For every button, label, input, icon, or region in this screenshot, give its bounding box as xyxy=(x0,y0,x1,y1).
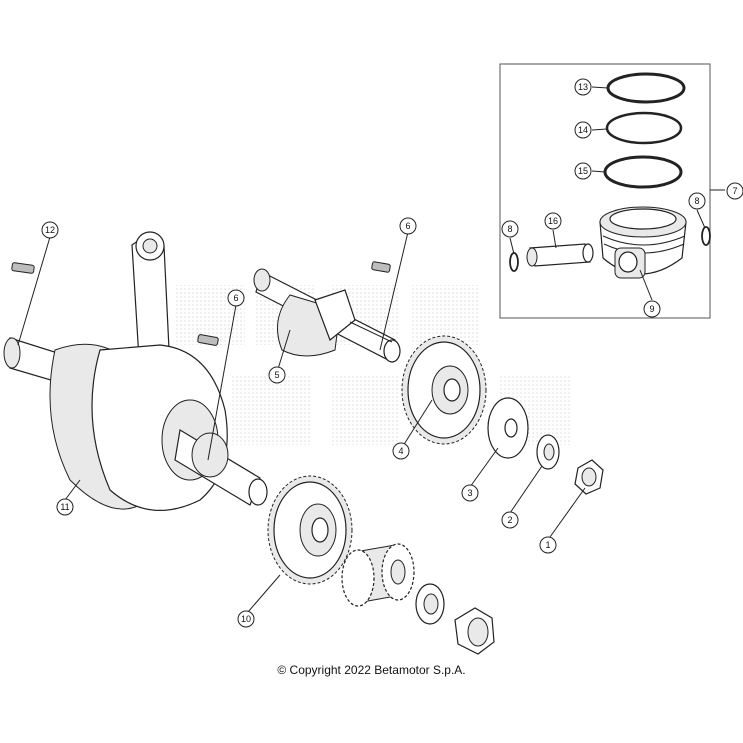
lower-nut[interactable] xyxy=(454,607,495,655)
callout-2: 2 xyxy=(501,511,519,529)
crankshaft-assembly[interactable] xyxy=(3,231,268,511)
callout-label: 13 xyxy=(578,82,588,92)
thrust-washer[interactable] xyxy=(487,397,529,459)
callout-8: 8 xyxy=(501,220,519,238)
piston-group-box xyxy=(499,63,711,319)
callout-15: 15 xyxy=(574,162,592,180)
callout-label: 1 xyxy=(545,540,550,550)
woodruff-key-12[interactable] xyxy=(11,262,35,274)
circlip-right[interactable] xyxy=(701,226,711,246)
callout-label: 7 xyxy=(732,186,737,196)
woodruff-key-6-right[interactable] xyxy=(371,261,391,273)
callout-3: 3 xyxy=(461,484,479,502)
balancer-drive-gear[interactable] xyxy=(341,543,415,607)
callout-label: 11 xyxy=(60,502,69,512)
callout-11: 11 xyxy=(56,498,74,516)
leader-lines xyxy=(17,86,706,613)
callout-label: 16 xyxy=(548,216,558,226)
woodruff-key-6-left[interactable] xyxy=(197,334,219,346)
callout-label: 2 xyxy=(507,515,512,525)
callout-13: 13 xyxy=(574,78,592,96)
callout-label: 3 xyxy=(467,488,472,498)
callout-label: 5 xyxy=(274,370,279,380)
callout-6: 6 xyxy=(227,289,245,307)
balancer-shaft[interactable] xyxy=(253,268,401,363)
callout-label: 4 xyxy=(398,446,403,456)
callout-8: 8 xyxy=(688,192,706,210)
callout-label: 12 xyxy=(45,225,55,235)
copyright-notice: © Copyright 2022 Betamotor S.p.A. xyxy=(277,663,466,677)
callout-label: 8 xyxy=(694,196,699,206)
callout-label: 10 xyxy=(241,614,251,624)
callout-6: 6 xyxy=(399,217,417,235)
callout-1: 1 xyxy=(539,536,557,554)
callout-label: 8 xyxy=(507,224,512,234)
circlip-left[interactable] xyxy=(509,252,519,272)
callout-9: 9 xyxy=(643,300,661,318)
piston-ring-15[interactable] xyxy=(603,155,683,189)
callout-4: 4 xyxy=(392,442,410,460)
piston[interactable] xyxy=(599,206,687,279)
piston-ring-14[interactable] xyxy=(605,111,683,145)
callout-7: 7 xyxy=(726,182,743,200)
callout-14: 14 xyxy=(574,121,592,139)
callout-5: 5 xyxy=(268,366,286,384)
callout-16: 16 xyxy=(544,212,562,230)
callout-label: 9 xyxy=(649,304,654,314)
callout-label: 6 xyxy=(405,221,410,231)
lock-washer[interactable] xyxy=(536,434,560,470)
callout-label: 14 xyxy=(578,125,588,135)
lower-washer[interactable] xyxy=(415,583,445,625)
piston-pin[interactable] xyxy=(526,243,594,267)
callout-label: 6 xyxy=(233,293,238,303)
timing-gear[interactable] xyxy=(267,475,353,585)
callout-10: 10 xyxy=(237,610,255,628)
callout-12: 12 xyxy=(41,221,59,239)
callout-label: 15 xyxy=(578,166,588,176)
crank-nut[interactable] xyxy=(574,459,604,495)
primary-drive-gear[interactable] xyxy=(401,335,487,445)
piston-ring-13[interactable] xyxy=(606,72,686,104)
